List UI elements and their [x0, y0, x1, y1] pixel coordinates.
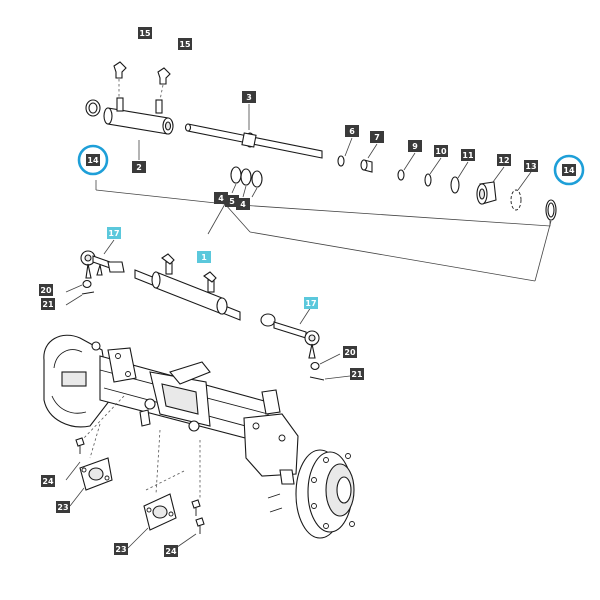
callout-box [197, 251, 211, 263]
gasket-and-bolt-center-part [143, 493, 205, 534]
callout-23: 23 [114, 543, 128, 555]
cylinder-barrel-part [85, 97, 174, 135]
callout-number: 12 [498, 156, 509, 165]
callout-number: 14 [563, 166, 575, 175]
callout-number: 23 [115, 545, 126, 554]
callout-5: 5 [225, 195, 239, 207]
callout-box [461, 149, 475, 161]
callout-number: 11 [462, 151, 474, 160]
callout-10: 10 [434, 145, 448, 157]
callout-number: 21 [351, 370, 363, 379]
callout-box [304, 297, 318, 309]
axle-housing-part [43, 334, 355, 539]
callout-box [107, 227, 121, 239]
callout-number: 7 [374, 133, 380, 142]
callout-box [236, 198, 250, 210]
callout-12: 12 [497, 154, 511, 166]
callout-number: 4 [218, 194, 224, 203]
callout-box [39, 284, 53, 296]
callout-4: 4 [236, 198, 250, 210]
callout-11: 11 [461, 149, 475, 161]
callout-13: 13 [524, 160, 538, 172]
callout-box [164, 545, 178, 557]
callout-box [345, 125, 359, 137]
callout-box [562, 164, 576, 176]
highlight-ring-left [77, 144, 109, 176]
callout-number: 1 [201, 253, 207, 262]
callout-box [86, 154, 100, 166]
callout-17: 17 [107, 227, 121, 239]
callout-box [370, 131, 384, 143]
callout-21: 21 [41, 298, 55, 310]
callout-15: 15 [178, 38, 192, 50]
callout-box [41, 475, 55, 487]
callout-box [114, 543, 128, 555]
callout-box [138, 27, 152, 39]
callout-6: 6 [345, 125, 359, 137]
callout-20: 20 [39, 284, 53, 296]
callout-number: 10 [435, 147, 447, 156]
callout-number: 20 [40, 286, 52, 295]
callout-number: 23 [57, 503, 68, 512]
callout-1: 1 [197, 251, 211, 263]
callout-number: 2 [136, 163, 142, 172]
callout-number: 20 [344, 348, 356, 357]
callout-box [41, 298, 55, 310]
callout-box [56, 501, 70, 513]
callout-number: 3 [246, 93, 252, 102]
callout-box [242, 91, 256, 103]
callout-21: 21 [350, 368, 364, 380]
tie-rod-end-left-part [80, 250, 125, 279]
callout-9: 9 [408, 140, 422, 152]
callout-2: 2 [132, 161, 146, 173]
callout-14: 14 [562, 164, 576, 176]
nut-and-cotter-pin-part [81, 279, 325, 381]
callout-number: 15 [179, 40, 191, 49]
callout-box [214, 192, 228, 204]
piston-rod-part [184, 123, 323, 159]
callout-box [343, 346, 357, 358]
callout-23: 23 [56, 501, 70, 513]
highlight-ring-right [553, 154, 585, 186]
tie-rod-end-right-part [260, 313, 320, 359]
callout-number: 17 [108, 229, 119, 238]
callout-box [350, 368, 364, 380]
callout-box [434, 145, 448, 157]
callout-box [524, 160, 538, 172]
callout-number: 24 [165, 547, 177, 556]
callout-15: 15 [138, 27, 152, 39]
callout-number: 24 [42, 477, 54, 486]
callout-14: 14 [86, 154, 100, 166]
callout-24: 24 [41, 475, 55, 487]
o-rings-part [230, 166, 263, 188]
callout-24: 24 [164, 545, 178, 557]
elbow-fitting-part [113, 61, 171, 85]
callout-box [408, 140, 422, 152]
callout-number: 4 [240, 200, 246, 209]
callout-box [132, 161, 146, 173]
callout-box [497, 154, 511, 166]
callout-number: 17 [305, 299, 316, 308]
callout-20: 20 [343, 346, 357, 358]
callout-box [225, 195, 239, 207]
callout-number: 6 [349, 127, 355, 136]
callout-17: 17 [304, 297, 318, 309]
callout-4: 4 [214, 192, 228, 204]
gasket-and-bolt-left-part [75, 437, 113, 491]
callout-number: 15 [139, 29, 151, 38]
callout-number: 14 [87, 156, 99, 165]
seal-rings-part [337, 155, 557, 221]
callout-number: 5 [229, 197, 235, 206]
callout-number: 21 [42, 300, 54, 309]
callout-number: 13 [525, 162, 536, 171]
callout-number: 9 [412, 142, 418, 151]
steering-cylinder-assembly-part [134, 253, 241, 321]
callout-3: 3 [242, 91, 256, 103]
callout-7: 7 [370, 131, 384, 143]
callout-box [178, 38, 192, 50]
